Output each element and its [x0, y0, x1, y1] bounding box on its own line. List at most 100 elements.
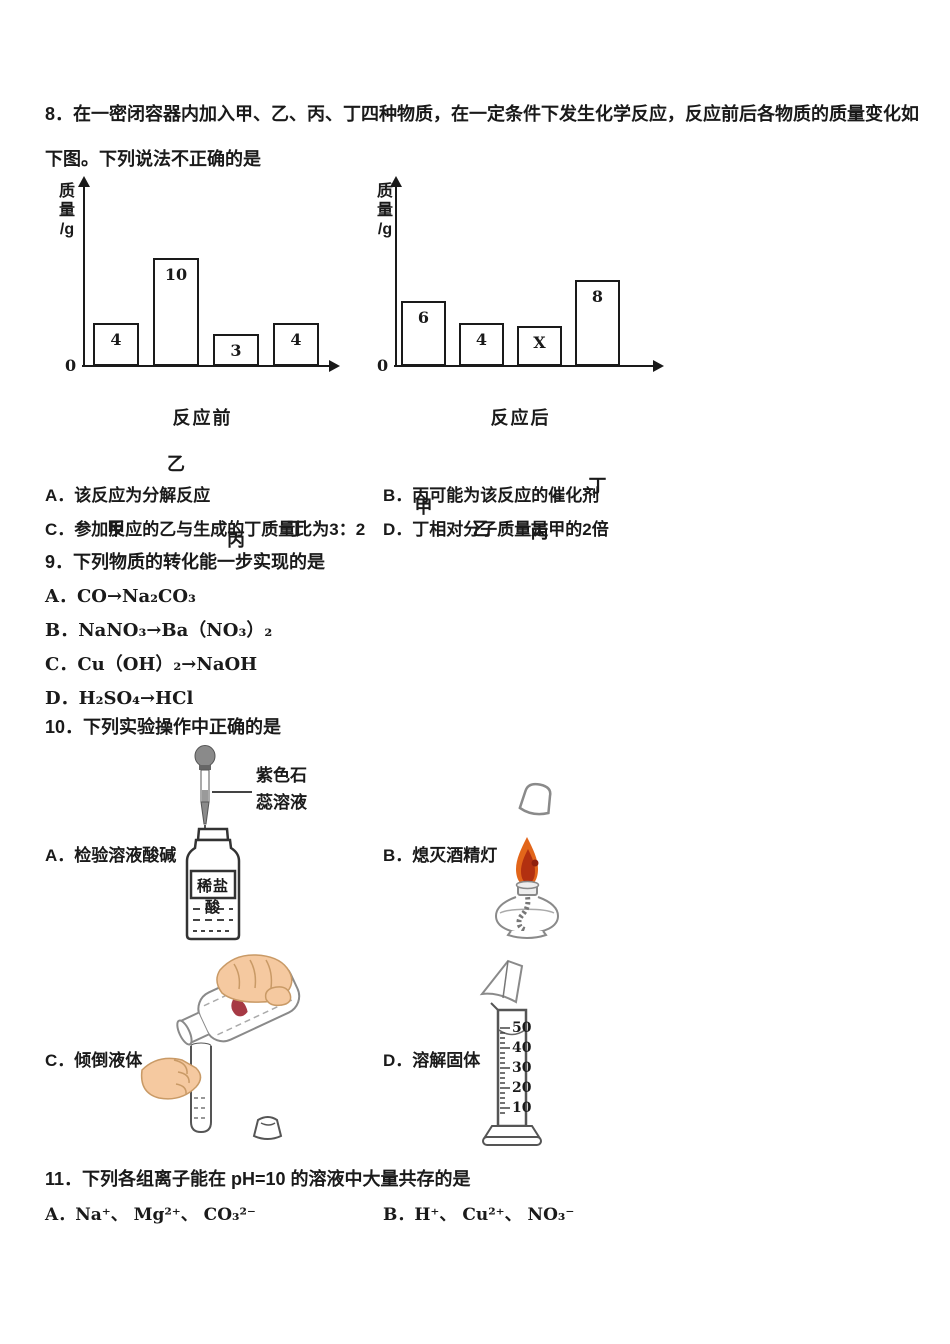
question-11-text: 11．下列各组离子能在 pH=10 的溶液中大量共存的是 [45, 1169, 471, 1189]
bar-slot: 4 丁 [273, 323, 319, 539]
bottle-mouth [196, 827, 230, 842]
x-axis [82, 365, 332, 367]
thumb [264, 986, 292, 1007]
category-label: 甲 [414, 497, 433, 517]
left-hand [140, 1057, 202, 1100]
y-axis-label-line: 质 [58, 183, 75, 200]
q9-option-b: B．NaNO₃→Ba（NO₃）₂ [45, 620, 273, 641]
bar-jia: 4 [93, 323, 139, 366]
y-axis-label-line: 质 [376, 183, 393, 200]
q8-option-b: B．丙可能为该反应的催化剂 [383, 486, 600, 505]
category-label: 甲 [107, 519, 125, 539]
bar-group: 4 甲 10 乙 3 丙 4 丁 [93, 180, 319, 550]
wick-holder-rim [515, 880, 540, 890]
scale-number: 30 [512, 1060, 532, 1076]
chart-caption: 反应前 [172, 408, 233, 428]
finger-line [249, 959, 257, 989]
bottle-label: 稀盐酸 [196, 878, 229, 916]
bar-value: 4 [110, 330, 122, 349]
category-label: 丙 [530, 522, 549, 542]
pouring-liquid-figure [122, 948, 322, 1148]
q10-option-d: D．溶解固体 [383, 1051, 481, 1070]
bar-bing: 3 [213, 334, 259, 366]
paper-crease [502, 960, 509, 999]
x-axis [394, 365, 656, 367]
bar-ding: 8 [575, 280, 620, 366]
flame-accent [531, 859, 539, 867]
category-label: 丁 [588, 476, 607, 496]
finger-line [265, 959, 273, 989]
pouring-liquid-drawing [140, 954, 301, 1140]
y-axis-label-line: 量 [58, 202, 75, 219]
stopper-line [260, 1122, 276, 1126]
right-hand [216, 954, 293, 1007]
y-axis-arrow [78, 176, 90, 187]
scale-number: 40 [512, 1040, 532, 1056]
bar-value: 8 [591, 287, 604, 306]
y-axis [83, 186, 85, 367]
finger-line [173, 1059, 188, 1075]
bar-value: 4 [290, 330, 302, 349]
chart-before-reaction: 质量/g 0 4 甲 10 乙 3 丙 4 丁 反应前 [45, 176, 355, 550]
cylinder-base [483, 1125, 541, 1138]
dropper-drawing [194, 745, 252, 830]
scale-number: 20 [512, 1080, 532, 1096]
finger-line [175, 1083, 187, 1095]
lamp-base [506, 930, 548, 940]
x-axis-arrow [653, 360, 664, 372]
scale-number: 10 [512, 1100, 532, 1116]
dropper-bulb [194, 745, 216, 767]
q8-option-d: D．丁相对分子质量是甲的2倍 [383, 520, 609, 539]
dropper-liquid [202, 790, 208, 802]
category-label: 丙 [227, 530, 245, 550]
dropper-figure: 紫色石蕊溶液 [178, 744, 353, 846]
meniscus [498, 1029, 526, 1036]
q8-option-a: A．该反应为分解反应 [45, 486, 211, 505]
bar-slot: 3 丙 [213, 334, 259, 550]
bar-bing: X [517, 326, 562, 366]
bar-value: 6 [417, 308, 430, 327]
bar-slot: X 丙 [517, 326, 562, 542]
q9-option-c: C．Cu（OH）₂→NaOH [45, 654, 258, 675]
finger-line [233, 963, 241, 990]
question-8-text: 8．在一密闭容器内加入甲、乙、丙、丁四种物质，在一定条件下发生化学反应，反应前后… [45, 104, 920, 169]
alcohol-lamp-figure [475, 779, 575, 940]
bar-ding: 4 [273, 323, 319, 366]
bar-slot: 4 乙 [459, 323, 504, 539]
lamp-wick [516, 886, 531, 933]
flame-inner [521, 849, 535, 883]
bar-value: 10 [164, 265, 188, 284]
flask-mouth [176, 1019, 193, 1046]
bar-value: 3 [230, 341, 242, 360]
x-axis-arrow [329, 360, 340, 372]
bar-yi: 10 [153, 258, 199, 366]
bottle-label-box [189, 869, 237, 900]
category-label: 丁 [287, 519, 305, 539]
flask-liquid-dash [217, 999, 293, 1036]
q8-option-c: C．参加反应的乙与生成的丁质量比为3：2 [45, 520, 366, 539]
lamp-cap [518, 782, 552, 816]
reagent-bottle-figure: 稀盐酸 [180, 827, 246, 941]
bar-slot: 10 乙 [153, 258, 199, 474]
q10-option-c: C．倾倒液体 [45, 1051, 143, 1070]
scale-number: 50 [512, 1020, 532, 1036]
category-label: 乙 [167, 454, 185, 474]
cylinder-spout [490, 1002, 499, 1011]
dropper-label-line1: 紫色石 [256, 766, 307, 785]
y-axis-label-line: /g [377, 221, 393, 238]
cylinder-foot [482, 1136, 542, 1146]
weighing-paper [479, 959, 524, 1004]
chart-caption: 反应后 [490, 408, 551, 428]
bar-group: 6 甲 4 乙 X 丙 8 丁 [401, 180, 620, 542]
bar-slot: 8 丁 [575, 280, 620, 496]
bar-slot: 4 甲 [93, 323, 139, 539]
finger-line [177, 1071, 190, 1084]
dropper-collar [199, 765, 211, 770]
y-axis-label: 质量/g [370, 182, 400, 239]
category-label: 乙 [472, 519, 491, 539]
dropper-label: 紫色石蕊溶液 [256, 762, 307, 816]
y-axis-arrow [390, 176, 402, 187]
bar-value: 4 [475, 330, 488, 349]
origin-label: 0 [377, 356, 389, 375]
y-axis-label-line: 量 [376, 202, 393, 219]
